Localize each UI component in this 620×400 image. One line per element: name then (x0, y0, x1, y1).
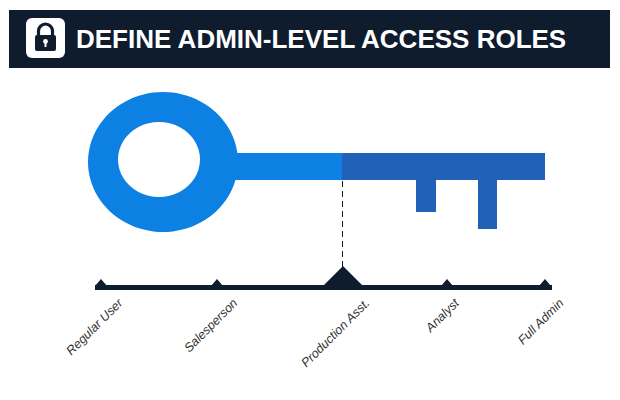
key-shaft (232, 153, 343, 180)
lock-icon-bg (26, 18, 65, 58)
scale-tick (211, 279, 223, 286)
scale-tick (539, 279, 551, 286)
key-tooth (478, 179, 497, 229)
key-bow (88, 92, 238, 232)
title-bar (9, 10, 610, 68)
scale-tick (95, 279, 107, 286)
scale-label: Analyst (423, 296, 462, 335)
scale-label: Production Asst. (299, 296, 373, 370)
scale-label: Full Admin (515, 296, 566, 347)
keyhole-slot (45, 42, 47, 47)
key-tooth (416, 179, 436, 212)
dashed-marker (342, 181, 343, 268)
key-blade (342, 153, 545, 180)
scale-label: Salesperson (181, 296, 240, 355)
scale-tick (441, 279, 453, 286)
lock-shackle (39, 24, 53, 36)
title: DEFINE ADMIN-LEVEL ACCESS ROLES (76, 19, 566, 59)
lock-body (35, 35, 56, 51)
scale-label: Regular User (64, 296, 126, 358)
scale-pointer (322, 266, 364, 287)
